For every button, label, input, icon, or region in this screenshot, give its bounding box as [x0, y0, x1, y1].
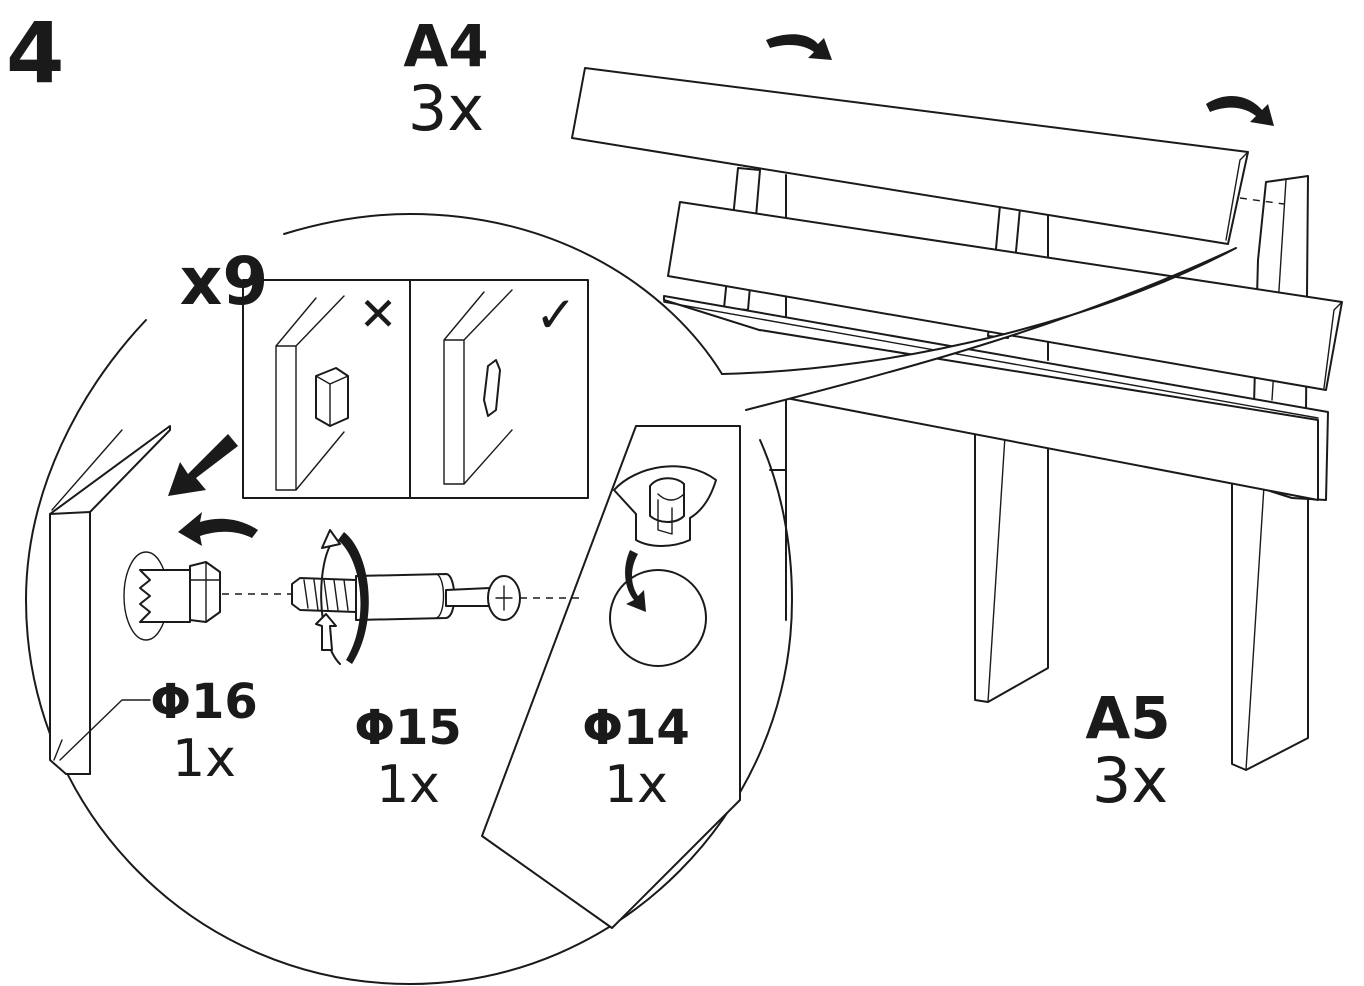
part-code-a4: A4	[403, 12, 488, 80]
part-code-a5: A5	[1085, 684, 1170, 752]
bench-illustration	[571, 34, 1343, 771]
curved-arrow-icon	[1206, 96, 1274, 126]
hardware-qty-phi15: 1x	[376, 755, 440, 815]
curved-arrow-icon	[178, 512, 258, 546]
hardware-qty-phi16: 1x	[172, 729, 236, 789]
detail-magnifier: ✕ ✓	[25, 213, 793, 985]
bolt-part	[291, 573, 521, 621]
front-leg-right	[1231, 479, 1309, 771]
wrong-dowel-icon	[315, 367, 349, 427]
front-leg-middle	[974, 429, 1049, 703]
check-icon: ✓	[535, 286, 577, 344]
hardware-qty-phi14: 1x	[604, 755, 668, 815]
cam-lock-part	[609, 465, 717, 667]
hardware-code-phi16: Φ16	[150, 674, 258, 730]
backrest-board-middle	[667, 201, 1343, 391]
curved-arrow-icon	[766, 34, 832, 60]
rotate-arrow-icon	[338, 532, 369, 664]
callout-pointer	[721, 247, 1237, 411]
right-dowel-icon	[483, 359, 501, 417]
dowel-part	[123, 551, 221, 641]
repeat-count: x9	[180, 243, 269, 320]
board-panel	[481, 425, 741, 929]
cross-icon: ✕	[359, 287, 398, 341]
backrest-board-top	[571, 67, 1249, 245]
part-qty-a4: 3x	[408, 72, 484, 145]
hardware-code-phi15: Φ15	[354, 700, 462, 756]
down-arrow-icon	[625, 550, 646, 612]
hardware-code-phi14: Φ14	[582, 700, 690, 756]
step-number: 4	[6, 4, 64, 102]
part-qty-a5: 3x	[1092, 744, 1168, 817]
down-arrow-icon	[168, 434, 238, 496]
